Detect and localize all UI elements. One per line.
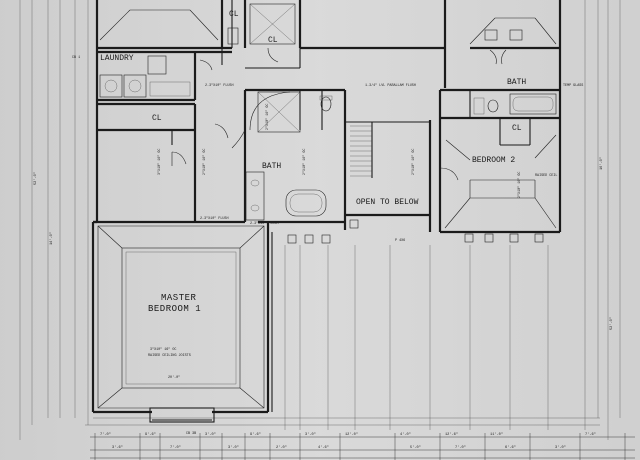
door-swing-bed2 <box>439 167 459 181</box>
note-raised-ceiling-bed2: RAISED CEIL <box>535 174 557 178</box>
label-master-line1: MASTER <box>161 293 197 303</box>
svg-text:2"X10" 16" OC: 2"X10" 16" OC <box>411 149 416 175</box>
door-swing-cl <box>171 151 187 165</box>
note-flush-laundry: 2-3"X10" FLUSH <box>205 83 234 88</box>
note-raised-ceiling-label: RAISED CEILING JOISTS <box>148 354 191 358</box>
label-laundry: LAUNDRY <box>100 54 134 63</box>
door-swing-laundry <box>199 59 213 71</box>
room-labels: LAUNDRY CL CL BATH CL BATH BEDROOM 2 CL … <box>100 10 526 314</box>
vanity <box>245 171 265 221</box>
dim-b2-2: 3'-0" <box>228 445 239 450</box>
door-swing-bath <box>231 129 246 149</box>
dim-b2-1: 7'-0" <box>170 445 181 450</box>
label-bedroom-2: BEDROOM 2 <box>472 156 515 165</box>
note-temp-glass: TEMP GLASS <box>563 84 583 88</box>
note-support: P 4X6 <box>395 239 405 243</box>
label-cl-top-left: CL <box>229 10 239 19</box>
shower <box>257 91 301 133</box>
svg-text:2"X10" 16" OC: 2"X10" 16" OC <box>265 104 270 130</box>
note-flush-bath: 2-3"X10" FLUSH <box>250 221 279 226</box>
label-bath-center: BATH <box>262 162 281 171</box>
bottom-dimension-strings: 7'-0" 9'-6" 3'-0" 9'-6" 3'-0" 12'-0" 4'-… <box>90 432 635 460</box>
svg-text:3"X10" 16" OC: 3"X10" 16" OC <box>157 149 162 175</box>
dim-b1-4: 3'-0" <box>305 432 316 437</box>
note-ceiling-beam-2: CB 3B <box>186 432 196 436</box>
label-cl-right: CL <box>512 124 522 133</box>
note-master-width: 20'-0" <box>168 375 180 380</box>
dim-right-mid: 16'-0" <box>599 157 604 170</box>
interior-dimensions: 3"X10" 16" OC 2"X10" 16" OC 2"X10" 16" O… <box>157 104 522 198</box>
dim-b2-0: 3'-6" <box>112 445 123 450</box>
dim-b1-7: 12'-6" <box>445 432 458 437</box>
dim-b2-7: 6'-6" <box>505 445 516 450</box>
right-bathtub <box>509 93 557 115</box>
toilet <box>320 96 332 112</box>
dim-b1-8: 11'-0" <box>490 432 503 437</box>
bathtub <box>285 189 327 217</box>
stair-treads <box>350 125 372 177</box>
side-dimension-strings: 52'-0" 14'-0" 52'-0" 16'-0" <box>33 157 614 330</box>
label-cl-left: CL <box>152 114 162 123</box>
note-raised-ceiling-value: 3"X10" 16" OC <box>150 347 176 352</box>
dim-b1-3: 9'-6" <box>250 432 261 437</box>
label-open-to-below: OPEN TO BELOW <box>356 198 419 207</box>
dim-b2-3: 2'-0" <box>276 445 287 450</box>
washer <box>99 74 123 98</box>
dim-b2-4: 4'-6" <box>318 445 329 450</box>
right-toilet <box>487 99 499 113</box>
svg-text:2"X10" 16" OC: 2"X10" 16" OC <box>517 172 522 198</box>
dim-b2-5: 5'-0" <box>410 445 421 450</box>
extension-lines <box>19 0 621 440</box>
label-cl-top-center: CL <box>268 36 278 45</box>
dim-b1-9: 7'-6" <box>585 432 596 437</box>
dim-b1-5: 12'-0" <box>345 432 358 437</box>
fixtures <box>99 3 557 244</box>
dim-b1-2: 3'-0" <box>205 432 216 437</box>
dim-b2-8: 3'-0" <box>555 445 566 450</box>
annotations: 3"X10" 16" OC RAISED CEILING JOISTS 20'-… <box>72 56 583 436</box>
door-swing-hall <box>214 123 229 139</box>
dim-b1-0: 7'-0" <box>100 432 111 437</box>
dim-left-overall: 52'-0" <box>33 172 38 185</box>
dim-right-overall: 52'-0" <box>609 317 614 330</box>
svg-text:2"X10" 16" OC: 2"X10" 16" OC <box>202 149 207 175</box>
label-bath-top-right: BATH <box>507 78 526 87</box>
ceiling-lines <box>97 9 557 409</box>
label-master-line2: BEDROOM 1 <box>148 304 201 314</box>
note-ceiling-beam-1: CB 1 <box>72 56 80 60</box>
svg-text:2"X10" 16" OC: 2"X10" 16" OC <box>302 149 307 175</box>
dim-left-mid: 14'-0" <box>49 232 54 245</box>
dim-b1-6: 4'-0" <box>400 432 411 437</box>
note-parallam: 1-3/4" LVL PARALLAM FLUSH <box>365 83 416 88</box>
dryer <box>123 74 147 98</box>
dim-b2-6: 7'-0" <box>455 445 466 450</box>
door-swing-cl-center <box>267 47 279 63</box>
dim-b1-1: 9'-6" <box>145 432 156 437</box>
note-flush-left: 2-3"X10" FLUSH <box>200 216 229 221</box>
